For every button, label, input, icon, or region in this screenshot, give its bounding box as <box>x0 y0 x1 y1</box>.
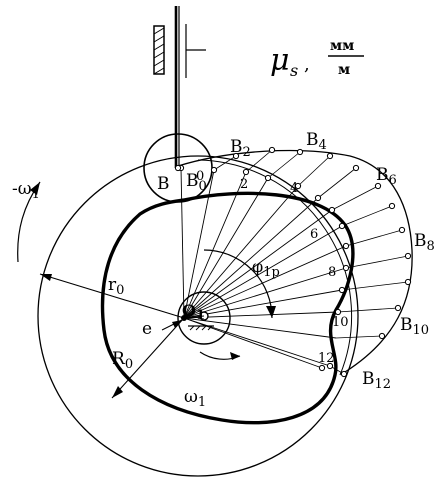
follower-label: B <box>157 174 170 194</box>
follower-rod <box>174 6 180 168</box>
omega-inner-arc <box>199 351 241 360</box>
b2-label: B2 <box>230 137 251 160</box>
b10-label: B10 <box>400 315 429 338</box>
scale-unit-numerator: мм <box>330 38 354 54</box>
scale-sub: s <box>290 61 298 80</box>
division-label-12: 12 <box>318 351 335 366</box>
r0-label: r0 <box>108 275 124 298</box>
division-label-8: 8 <box>328 265 336 280</box>
division-label-2: 2 <box>240 177 248 192</box>
R0-radius-line <box>111 317 185 399</box>
R0-label: R0 <box>112 349 133 372</box>
cam-center <box>181 311 214 331</box>
rotation-arrow-icon <box>17 181 41 263</box>
division-label-4: 4 <box>290 181 298 196</box>
e-label: e <box>142 319 152 339</box>
b6-label: B6 <box>376 165 397 188</box>
division-label-6: 6 <box>310 227 318 242</box>
scale-sep: , <box>304 54 310 75</box>
omega-bottom-label: ω1 <box>184 387 206 410</box>
division-label-0: 0 <box>196 169 204 184</box>
phi-arc <box>203 249 276 319</box>
omega-top-label: -ω1 <box>12 179 40 202</box>
b4-label: B4 <box>306 130 327 153</box>
outer-rays <box>213 149 409 375</box>
b-points <box>174 146 412 378</box>
phi-label: φ1p <box>252 257 280 280</box>
b12-label: B12 <box>362 369 391 392</box>
scale-mu: μ <box>270 43 290 78</box>
eccentric-circle <box>177 291 231 345</box>
e-arrow <box>161 319 183 331</box>
pitch-curve <box>177 149 413 373</box>
follower-guide <box>153 24 206 78</box>
scale-label: μ s , мм м <box>270 38 364 80</box>
division-arc <box>197 159 353 376</box>
b0-label: B0 <box>186 171 207 194</box>
division-label-10: 10 <box>332 315 349 330</box>
scale-unit-denominator: м <box>338 62 350 78</box>
outer-circle <box>37 155 359 477</box>
center-label: O1 <box>182 301 205 323</box>
radial-lines <box>180 167 347 369</box>
b8-label: B8 <box>414 231 435 254</box>
r0-radius-line <box>39 273 185 319</box>
